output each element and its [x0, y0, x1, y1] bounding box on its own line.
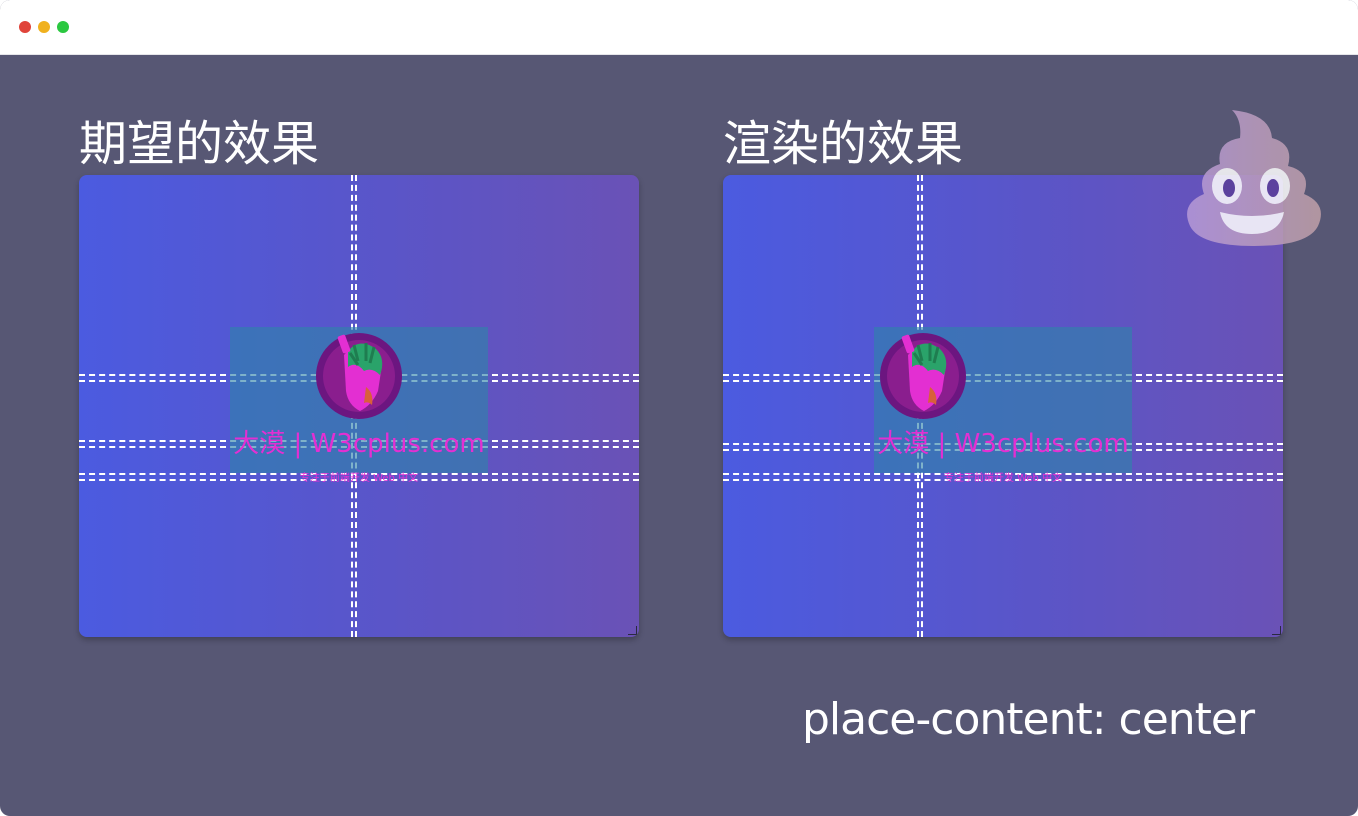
- window-titlebar: [0, 0, 1358, 55]
- rendered-demo-panel: 大漠 | W3cplus.com 专注于前端开发 Web 中文: [723, 175, 1283, 637]
- w3cplus-avatar-icon: [880, 333, 966, 419]
- logo-title: 大漠 | W3cplus.com: [233, 429, 485, 459]
- css-property-caption: place-content: center: [802, 694, 1255, 745]
- grid-line-horizontal: [79, 473, 639, 481]
- expected-demo-panel: 大漠 | W3cplus.com 专注于前端开发 Web 中文: [79, 175, 639, 637]
- resize-handle[interactable]: [628, 626, 637, 635]
- logo-subtitle: 专注于前端开发 Web 中文: [299, 473, 419, 484]
- close-window-button[interactable]: [19, 21, 31, 33]
- rendered-heading: 渲染的效果: [723, 116, 964, 172]
- grid-line-horizontal: [723, 473, 1283, 481]
- w3cplus-avatar-icon: [316, 333, 402, 419]
- logo-title: 大漠 | W3cplus.com: [877, 429, 1129, 459]
- pile-of-poo-icon: [1187, 110, 1321, 246]
- resize-handle[interactable]: [1272, 626, 1281, 635]
- logo-image: 大漠 | W3cplus.com 专注于前端开发 Web 中文: [874, 327, 1132, 484]
- minimize-window-button[interactable]: [38, 21, 50, 33]
- zoom-window-button[interactable]: [57, 21, 69, 33]
- logo-subtitle: 专注于前端开发 Web 中文: [943, 473, 1063, 484]
- expected-heading: 期望的效果: [79, 116, 320, 172]
- logo-image: 大漠 | W3cplus.com 专注于前端开发 Web 中文: [230, 327, 488, 484]
